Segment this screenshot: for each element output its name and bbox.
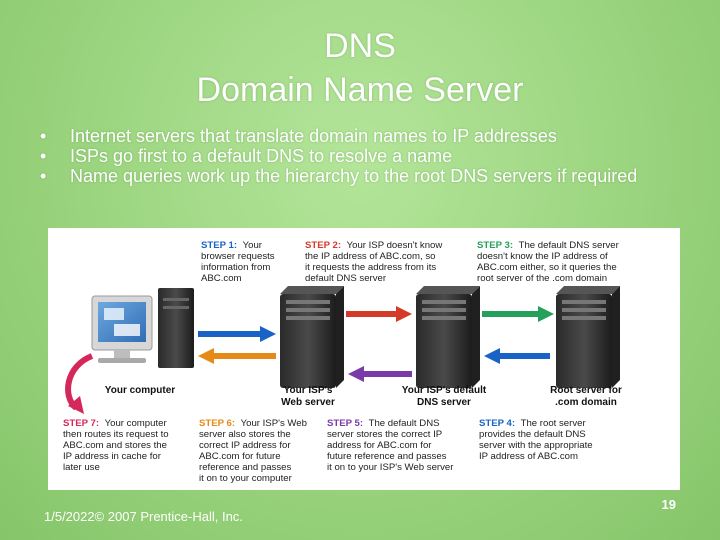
step-7-line: then routes its request to bbox=[63, 429, 169, 440]
bullet-text: ISPs go first to a default DNS to resolv… bbox=[70, 146, 453, 166]
arrow-step5 bbox=[348, 366, 412, 382]
step-2-line: default DNS server bbox=[305, 273, 387, 284]
step-4-text: STEP 4: The root server provides the def… bbox=[479, 418, 595, 462]
step-5-line: address for ABC.com for bbox=[327, 440, 432, 451]
step-7-line: Your computer bbox=[105, 418, 168, 429]
slide-title-line2: Domain Name Server bbox=[196, 71, 524, 109]
bullet-item: • ISPs go first to a default DNS to resol… bbox=[40, 146, 680, 166]
step-4-line: IP address of ABC.com bbox=[479, 451, 578, 462]
step-1-line: Your bbox=[243, 240, 263, 251]
step-1-line: browser requests bbox=[201, 251, 275, 262]
step-5-line: The default DNS bbox=[369, 418, 440, 429]
isp-dns-server-icon bbox=[416, 286, 480, 388]
page-number: 19 bbox=[661, 497, 676, 512]
dns-diagram: Your computer Your ISP's Web server Your… bbox=[48, 228, 680, 490]
step-2-line: it requests the address from its bbox=[305, 262, 436, 273]
bullet-list: • Internet servers that translate domain … bbox=[40, 126, 680, 186]
step-7-line: ABC.com and stores the bbox=[63, 440, 167, 451]
arrow-step1 bbox=[198, 326, 276, 342]
bullet-text: Name queries work up the hierarchy to th… bbox=[70, 166, 638, 186]
root-server-icon bbox=[556, 286, 620, 388]
bullet-item: • Internet servers that translate domain … bbox=[40, 126, 680, 146]
step-6-line: ABC.com for future bbox=[199, 451, 281, 462]
label-root-server-line2: .com domain bbox=[555, 397, 617, 408]
arrow-step4 bbox=[484, 348, 550, 364]
bullet-item: • Name queries work up the hierarchy to t… bbox=[40, 166, 680, 186]
step-5-line: it on to your ISP's Web server bbox=[327, 462, 454, 473]
step-4-line: server with the appropriate bbox=[479, 440, 593, 451]
step-7-line: later use bbox=[63, 462, 100, 473]
step-2-key: STEP 2: bbox=[305, 240, 341, 251]
step-6-line: server also stores the bbox=[199, 429, 291, 440]
step-6-line: it on to your computer bbox=[199, 473, 293, 484]
step-6-line: reference and passes bbox=[199, 462, 291, 473]
step-3-line: ABC.com either, so it queries the bbox=[477, 262, 617, 273]
bullet-glyph: • bbox=[40, 126, 47, 146]
arrow-step7 bbox=[65, 353, 94, 414]
label-isp-dns-server-line2: DNS server bbox=[417, 397, 471, 408]
step-6-line: correct IP address for bbox=[199, 440, 291, 451]
footer: 1/5/2022© 2007 Prentice-Hall, Inc. bbox=[44, 509, 243, 524]
label-isp-web-server-line2: Web server bbox=[281, 397, 335, 408]
step-7-key: STEP 7: bbox=[63, 418, 99, 429]
step-4-line: The root server bbox=[521, 418, 587, 429]
step-1-text: STEP 1: Your browser requests informatio… bbox=[201, 240, 277, 284]
bullet-text: Internet servers that translate domain n… bbox=[70, 126, 557, 146]
step-1-line: information from bbox=[201, 262, 270, 273]
arrow-step6 bbox=[198, 348, 276, 364]
computer-icon bbox=[91, 288, 194, 368]
step-3-key: STEP 3: bbox=[477, 240, 513, 251]
arrow-step3 bbox=[482, 306, 554, 322]
step-2-line: Your ISP doesn't know bbox=[347, 240, 443, 251]
step-1-line: ABC.com bbox=[201, 273, 242, 284]
step-4-key: STEP 4: bbox=[479, 418, 515, 429]
footer-date: 1/5/2022 bbox=[44, 509, 95, 524]
step-3-line: doesn't know the IP address of bbox=[477, 251, 608, 262]
isp-web-server-icon bbox=[280, 286, 344, 388]
footer-copyright: © 2007 Prentice-Hall, Inc. bbox=[94, 509, 243, 524]
step-6-text: STEP 6: Your ISP's Web server also store… bbox=[199, 418, 310, 484]
step-1-key: STEP 1: bbox=[201, 240, 237, 251]
step-7-line: IP address in cache for bbox=[63, 451, 162, 462]
label-your-computer: Your computer bbox=[105, 385, 175, 396]
label-isp-dns-server-line1: Your ISP's default bbox=[402, 385, 487, 396]
step-5-text: STEP 5: The default DNS server stores th… bbox=[327, 418, 454, 473]
bullet-glyph: • bbox=[40, 166, 47, 186]
arrow-step2 bbox=[346, 306, 412, 322]
step-3-line: root server of the .com domain bbox=[477, 273, 607, 284]
label-isp-web-server-line1: Your ISP's bbox=[284, 385, 333, 396]
step-7-text: STEP 7: Your computer then routes its re… bbox=[63, 418, 171, 473]
step-5-line: server stores the correct IP bbox=[327, 429, 442, 440]
step-6-key: STEP 6: bbox=[199, 418, 235, 429]
step-2-text: STEP 2: Your ISP doesn't know the IP add… bbox=[305, 240, 445, 284]
step-5-key: STEP 5: bbox=[327, 418, 363, 429]
step-3-line: The default DNS server bbox=[519, 240, 620, 251]
step-2-line: the IP address of ABC.com, so bbox=[305, 251, 435, 262]
bullet-glyph: • bbox=[40, 146, 47, 166]
slide-title-line1: DNS bbox=[324, 27, 396, 65]
dns-diagram-svg: Your computer Your ISP's Web server Your… bbox=[63, 240, 622, 484]
step-5-line: future reference and passes bbox=[327, 451, 447, 462]
step-6-line: Your ISP's Web bbox=[241, 418, 307, 429]
label-root-server-line1: Root server for bbox=[550, 385, 622, 396]
step-4-line: provides the default DNS bbox=[479, 429, 586, 440]
step-3-text: STEP 3: The default DNS server doesn't k… bbox=[477, 240, 622, 284]
